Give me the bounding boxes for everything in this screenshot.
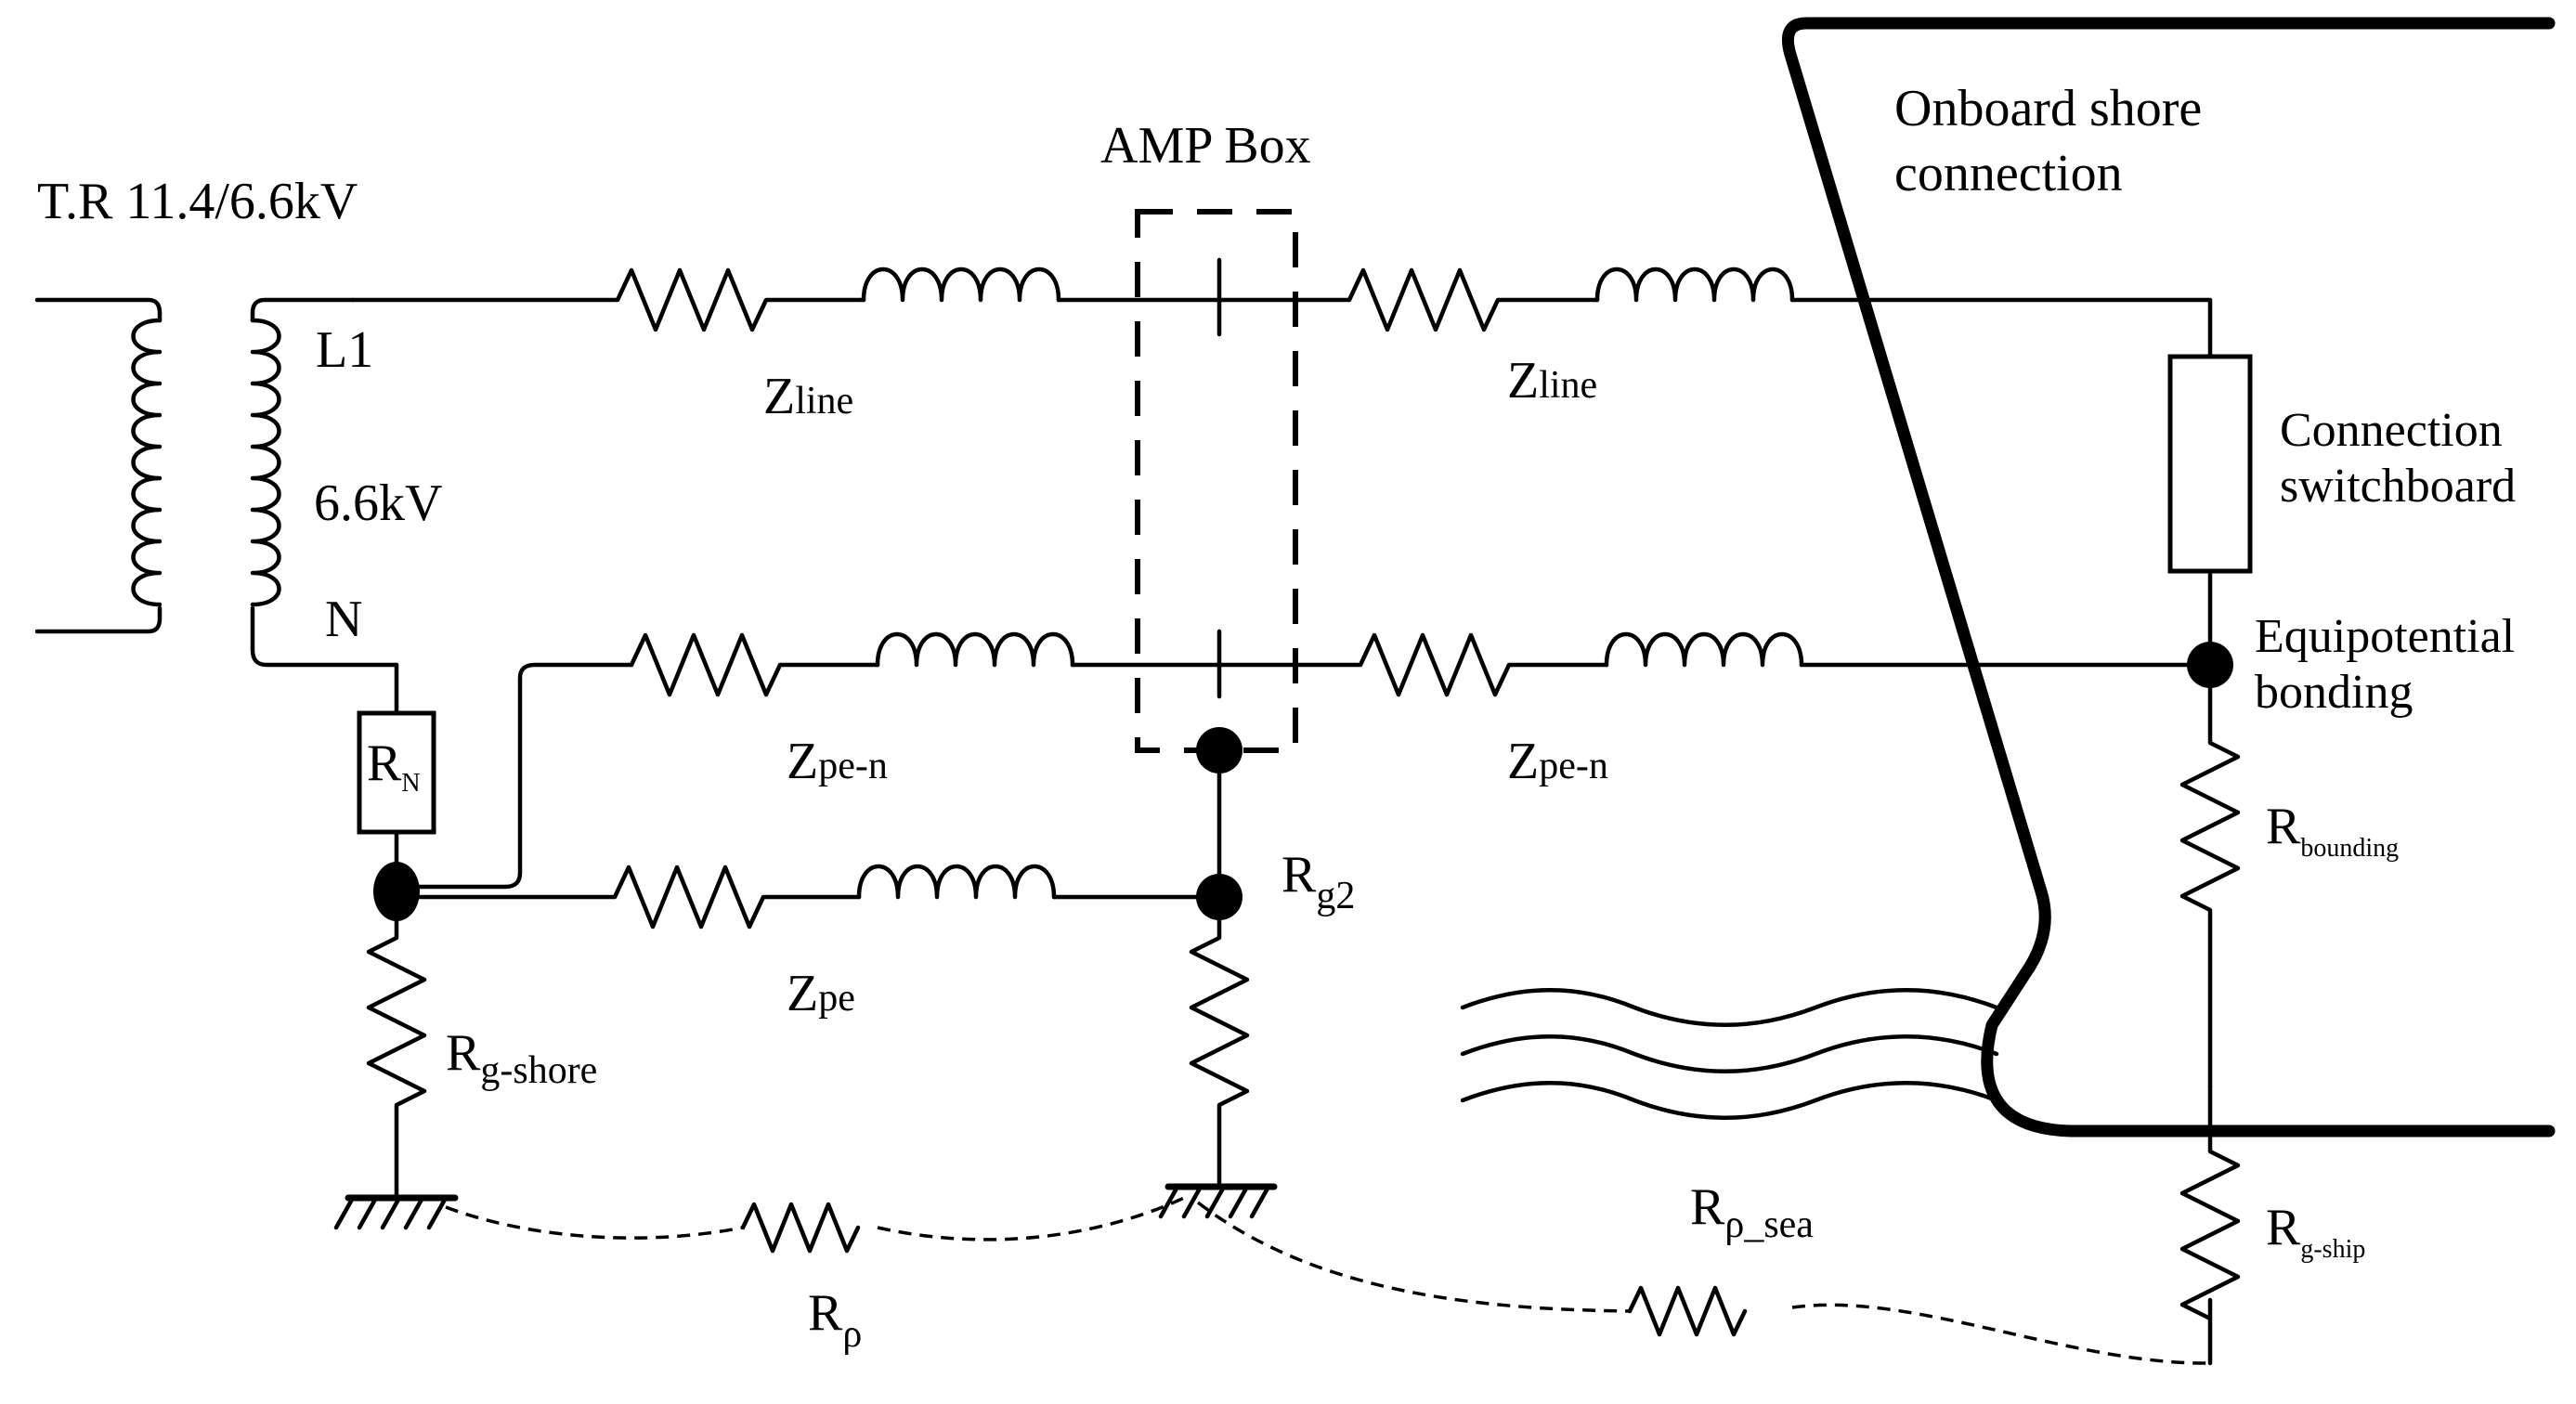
r-symbol: R [446, 1024, 481, 1082]
r-g2-label: Rg2 [1281, 846, 1355, 917]
r-symbol: R [2266, 1199, 2301, 1256]
r-rho-sea-resistor [1196, 1201, 1631, 1313]
junction-dot-bonding [2187, 642, 2233, 688]
r-g-ship-resistor [2179, 1084, 2241, 1366]
z-line-shore-subscript: line [795, 380, 853, 422]
ship-title-line2: connection [1894, 145, 2123, 202]
r-g2-subscript: g2 [1316, 875, 1355, 917]
z-line-ship-label: Zline [1507, 352, 1597, 410]
r-symbol: R [2266, 798, 2301, 855]
r-rho-resistor-body [740, 1202, 861, 1254]
amp-box-title: AMP Box [1100, 117, 1311, 175]
transformer-neutral-label: N [325, 591, 362, 648]
r-rho-sea-resistor-body [1627, 1285, 1748, 1337]
r-g2-resistor [1189, 916, 1250, 1190]
transformer-voltage-label: 6.6kV [314, 474, 442, 532]
r-g-ship-subscript: g-ship [2300, 1235, 2365, 1264]
r-symbol: R [367, 734, 402, 792]
z-symbol: Z [1507, 352, 1539, 410]
ship-title-line1: Onboard shore [1894, 80, 2202, 137]
r-g-shore-label: Rg-shore [446, 1024, 597, 1092]
r-g-shore-subscript: g-shore [480, 1049, 597, 1092]
transformer [34, 297, 399, 668]
junction-dot-shore [373, 862, 420, 921]
r-bonding-resistor [2179, 685, 2241, 1089]
r-g-ship-label: Rg-ship [2266, 1199, 2365, 1264]
z-pe-subscript: pe [818, 977, 855, 1020]
z-symbol: Z [787, 733, 818, 790]
ground-symbol-amp [1158, 1183, 1278, 1219]
r-symbol: R [808, 1284, 843, 1342]
z-pen-ship-label: Zpe-n [1507, 733, 1608, 790]
z-pen-shore-label: Zpe-n [787, 733, 888, 790]
z-line-shore-label: Zline [763, 368, 853, 425]
connection-switchboard [2167, 354, 2253, 574]
z-symbol: Z [1507, 733, 1539, 790]
transformer-phase-label: L1 [316, 321, 373, 379]
transformer-title: T.R 11.4/6.6kV [37, 173, 358, 230]
r-n-subscript: N [401, 769, 420, 798]
r-rho-subscript: ρ [842, 1313, 862, 1356]
z-pe-label: Zpe [787, 965, 855, 1022]
r-n-label: RN [367, 734, 421, 798]
amp-box [1135, 209, 1298, 900]
r-rho-sea-label: Rρ_sea [1690, 1178, 1814, 1246]
r-bonding-subscript: bounding [2300, 834, 2399, 863]
neutral-resistor [357, 710, 436, 835]
r-rho-resistor [445, 1205, 744, 1240]
z-line-ship-subscript: line [1539, 364, 1597, 407]
bonding-label-line1: Equipotential [2255, 610, 2515, 663]
line-l1-wire [350, 266, 2213, 359]
r-rho-sea-subscript: ρ_sea [1724, 1203, 1814, 1246]
switchboard-label-line2: switchboard [2280, 460, 2516, 513]
z-symbol: Z [787, 965, 818, 1022]
r-symbol: R [1281, 846, 1317, 904]
r-bonding-label: Rbounding [2266, 798, 2399, 863]
z-pen-ship-subscript: pe-n [1539, 745, 1608, 787]
ship-hull [1782, 17, 2556, 1138]
ground-symbol-shore [333, 1194, 459, 1230]
r-symbol: R [1690, 1178, 1725, 1236]
z-pen-shore-subscript: pe-n [818, 745, 888, 787]
switchboard-label-line1: Connection [2280, 404, 2503, 457]
line-pe-n-wire [394, 631, 2213, 890]
bonding-label-line2: bonding [2255, 666, 2413, 719]
r-g-shore-resistor [366, 918, 427, 1201]
sea-waves [1460, 988, 1999, 1120]
r-rho-label: Rρ [808, 1284, 862, 1356]
z-symbol: Z [763, 368, 795, 425]
line-pe-wire [394, 864, 1222, 930]
